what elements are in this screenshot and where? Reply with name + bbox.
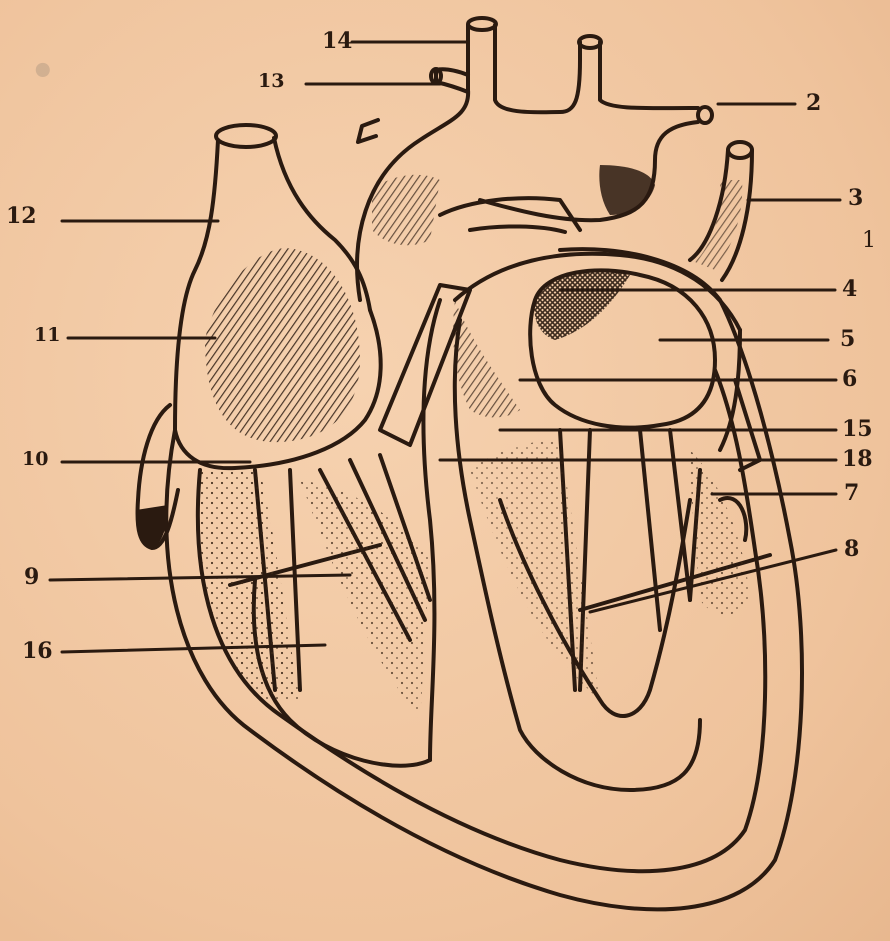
label-2: 2 <box>806 92 821 114</box>
label-10: 10 <box>22 450 48 469</box>
label-1: 1 <box>862 230 876 252</box>
aortic-arch <box>357 25 468 300</box>
label-15: 15 <box>842 418 873 440</box>
label-13: 13 <box>258 72 284 91</box>
label-8: 8 <box>844 538 859 560</box>
label-18: 18 <box>842 448 873 470</box>
label-3: 3 <box>848 187 863 209</box>
label-16: 16 <box>22 640 53 662</box>
label-11: 11 <box>34 326 60 345</box>
label-12: 12 <box>6 205 37 227</box>
label-9: 9 <box>24 566 39 588</box>
label-4: 4 <box>842 278 857 300</box>
vena-cava-opening <box>216 125 276 147</box>
label-14: 14 <box>322 30 353 52</box>
leader-line-9 <box>50 575 350 580</box>
label-6: 6 <box>842 368 857 390</box>
label-5: 5 <box>840 328 855 350</box>
label-7: 7 <box>844 482 859 504</box>
